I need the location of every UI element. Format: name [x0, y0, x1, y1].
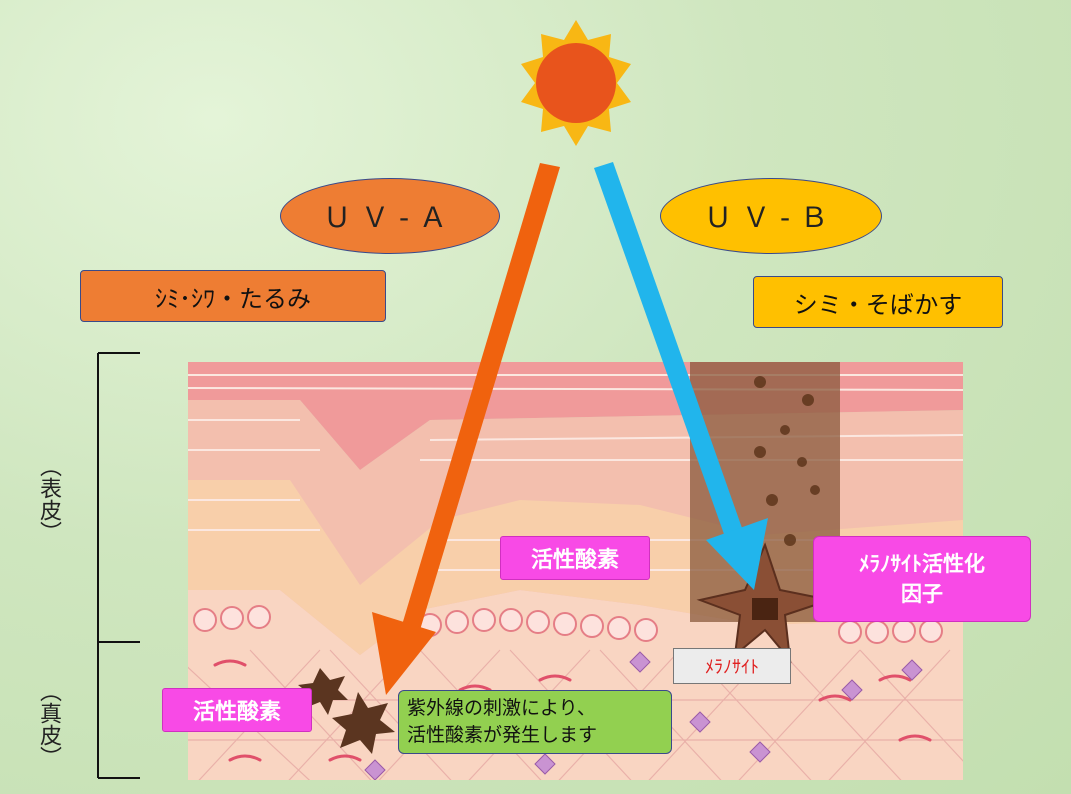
melanocyte-activation-factor-label: ﾒﾗﾉｻｲﾄ活性化 因子 — [813, 536, 1031, 622]
sun-icon — [521, 20, 631, 146]
uv-note-line2: 活性酸素が発生します — [407, 724, 598, 746]
basal-cells — [193, 605, 943, 644]
active-oxygen-label-upper: 活性酸素 — [500, 536, 650, 580]
active-oxygen-particle — [332, 692, 395, 754]
melanocyte-label: ﾒﾗﾉｻｲﾄ — [673, 648, 791, 684]
layer-bracket — [97, 352, 140, 779]
uvb-effect-label: シミ・そばかす — [753, 276, 1003, 328]
melanocyte-activation-line2: 因子 — [901, 582, 943, 606]
uv-note-box: 紫外線の刺激により、 活性酸素が発生します — [398, 690, 672, 754]
uv-note-line1: 紫外線の刺激により、 — [407, 697, 596, 719]
dermis-cells — [364, 651, 923, 780]
uva-label: ＵＶ-Ａ — [280, 178, 500, 254]
melanocyte-activation-line1: ﾒﾗﾉｻｲﾄ活性化 — [859, 552, 985, 576]
melanocyte-nucleus — [752, 598, 778, 620]
dermis-label: （真皮） — [36, 680, 61, 768]
active-oxygen-label-lower: 活性酸素 — [162, 688, 312, 732]
uvb-arrow — [594, 162, 768, 590]
uva-arrow — [372, 163, 560, 695]
uvb-label: ＵＶ-Ｂ — [660, 178, 882, 254]
epidermis-label: （表皮） — [36, 455, 61, 543]
uva-effect-label: ｼﾐ･ｼﾜ・たるみ — [80, 270, 386, 322]
